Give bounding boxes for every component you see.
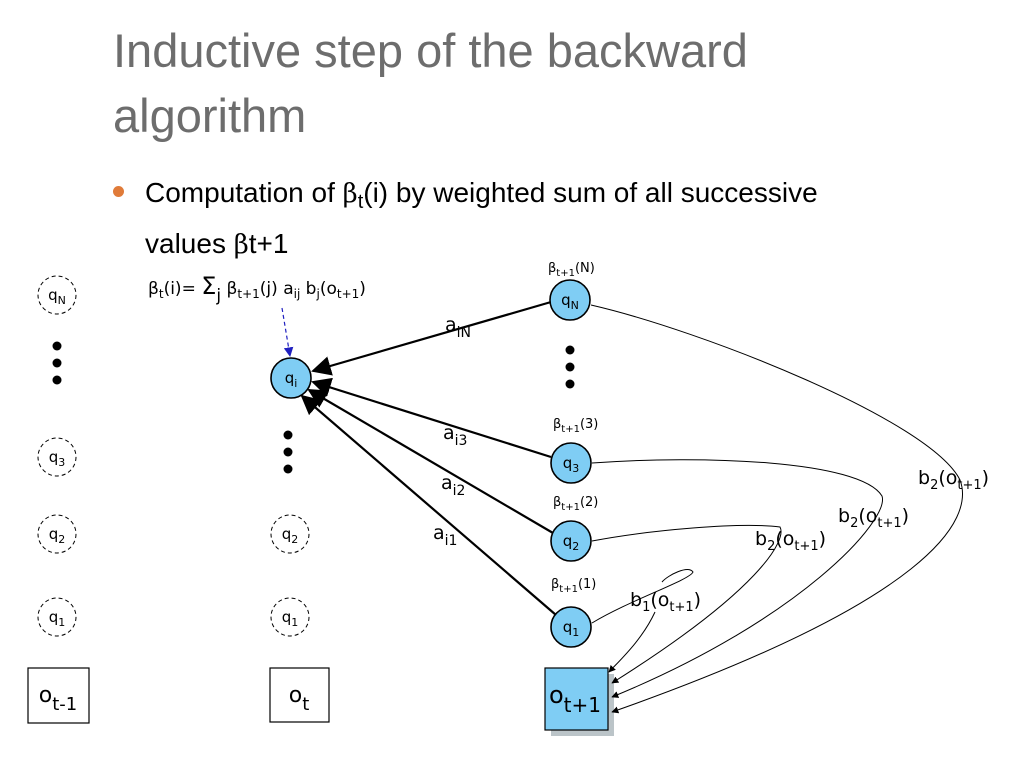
transition-label-i1: ai1 bbox=[433, 522, 457, 549]
svg-text:q1: q1 bbox=[282, 608, 299, 629]
obs-box-t-plus-1: ot+1 bbox=[544, 667, 614, 736]
svg-text:q2: q2 bbox=[563, 532, 580, 553]
backward-formula: βt(i)= Σj βt+1(j) aij bj(ot+1) bbox=[148, 272, 366, 306]
middle-node-q1: q1 bbox=[270, 597, 310, 637]
left-column-ellipsis bbox=[52, 341, 62, 385]
slide-title-line-1: Inductive step of the backward bbox=[113, 24, 748, 77]
bullet-text-part4: t+1 bbox=[248, 228, 289, 259]
formula-text: b bbox=[300, 279, 316, 299]
right-node-qN: qN bbox=[549, 279, 591, 321]
beta-symbol: β bbox=[342, 179, 358, 209]
left-node-qN: qN bbox=[37, 275, 77, 315]
transition-arrow-1 bbox=[300, 394, 557, 616]
right-node-q1: q1 bbox=[550, 606, 592, 648]
emission-label-b1: b1(ot+1) bbox=[630, 589, 701, 615]
left-node-q3: q3 bbox=[37, 437, 77, 477]
emission-curve-q2 bbox=[591, 524, 782, 684]
right-node-q2: q2 bbox=[550, 520, 592, 562]
formula-text: (j) a bbox=[260, 279, 294, 299]
formula-text: (i)= bbox=[164, 279, 202, 299]
formula-pointer-arrow bbox=[281, 307, 294, 357]
emission-curve-q3 bbox=[591, 459, 883, 698]
svg-text:qN: qN bbox=[48, 286, 66, 307]
emission-curve-q1 bbox=[591, 569, 694, 624]
transition-label-iN: aiN bbox=[445, 314, 471, 341]
slide-title: Inductive step of the backward algorithm bbox=[113, 18, 993, 148]
formula-sub: t+1 bbox=[337, 287, 359, 301]
bullet-dot-icon bbox=[113, 186, 124, 197]
beta-subscript: t bbox=[357, 191, 364, 213]
svg-text:q2: q2 bbox=[49, 525, 66, 546]
formula-beta: β bbox=[148, 279, 159, 299]
beta-label-1: βt+1(1) bbox=[551, 577, 596, 595]
bullet-text: Computation of βt(i) by weighted sum of … bbox=[145, 172, 985, 266]
svg-text:ot+1: ot+1 bbox=[549, 681, 601, 717]
right-column-ellipsis bbox=[565, 345, 575, 389]
svg-text:q3: q3 bbox=[563, 454, 580, 475]
formula-sub: ij bbox=[294, 287, 301, 301]
emission-curve-qN bbox=[590, 304, 963, 714]
emission-label-b2-middle: b2(ot+1) bbox=[838, 505, 909, 531]
svg-text:ot: ot bbox=[289, 683, 310, 715]
bullet-text-part3: values bbox=[145, 228, 234, 259]
emission-arrow-b1 bbox=[608, 611, 656, 673]
formula-beta: β bbox=[221, 279, 237, 299]
formula-text: ) bbox=[359, 279, 366, 299]
middle-node-q2: q2 bbox=[270, 514, 310, 554]
svg-text:q1: q1 bbox=[49, 608, 66, 629]
transition-label-i2: ai2 bbox=[441, 472, 465, 499]
obs-box-t: ot bbox=[269, 667, 330, 723]
svg-text:ot-1: ot-1 bbox=[39, 683, 77, 715]
transition-arrow-N bbox=[311, 300, 552, 376]
middle-node-qi: qi bbox=[270, 357, 312, 399]
slide-title-line-2: algorithm bbox=[113, 89, 307, 142]
middle-column-ellipsis bbox=[283, 430, 293, 474]
beta-label-2: βt+1(2) bbox=[553, 495, 598, 513]
formula-sub: t+1 bbox=[237, 287, 259, 301]
formula-sub: j bbox=[315, 287, 319, 301]
svg-text:q1: q1 bbox=[563, 618, 580, 639]
right-node-q3: q3 bbox=[550, 442, 592, 484]
beta-symbol: β bbox=[233, 230, 249, 260]
beta-label-N: βt+1(N) bbox=[548, 261, 595, 279]
obs-box-t-minus-1: ot-1 bbox=[27, 667, 90, 724]
transition-label-i3: ai3 bbox=[443, 422, 467, 449]
svg-text:qN: qN bbox=[561, 291, 579, 312]
left-node-q1: q1 bbox=[37, 597, 77, 637]
formula-sub: t bbox=[159, 287, 164, 301]
bullet-text-part1: Computation of bbox=[145, 177, 343, 208]
svg-text:q2: q2 bbox=[282, 525, 299, 546]
transition-arrow-3 bbox=[311, 377, 552, 459]
formula-text: (o bbox=[320, 279, 337, 299]
emission-label-b2-lower: b2(ot+1) bbox=[755, 528, 826, 554]
formula-sub: j bbox=[215, 286, 221, 306]
transition-arrow-2 bbox=[307, 388, 554, 534]
beta-label-3: βt+1(3) bbox=[553, 417, 598, 435]
svg-text:qi: qi bbox=[285, 369, 298, 390]
formula-sigma: Σ bbox=[201, 272, 216, 300]
emission-label-b2-right: b2(ot+1) bbox=[918, 467, 989, 493]
bullet-text-part2: (i) by weighted sum of all successive bbox=[363, 177, 818, 208]
svg-text:q3: q3 bbox=[49, 448, 66, 469]
left-node-q2: q2 bbox=[37, 514, 77, 554]
